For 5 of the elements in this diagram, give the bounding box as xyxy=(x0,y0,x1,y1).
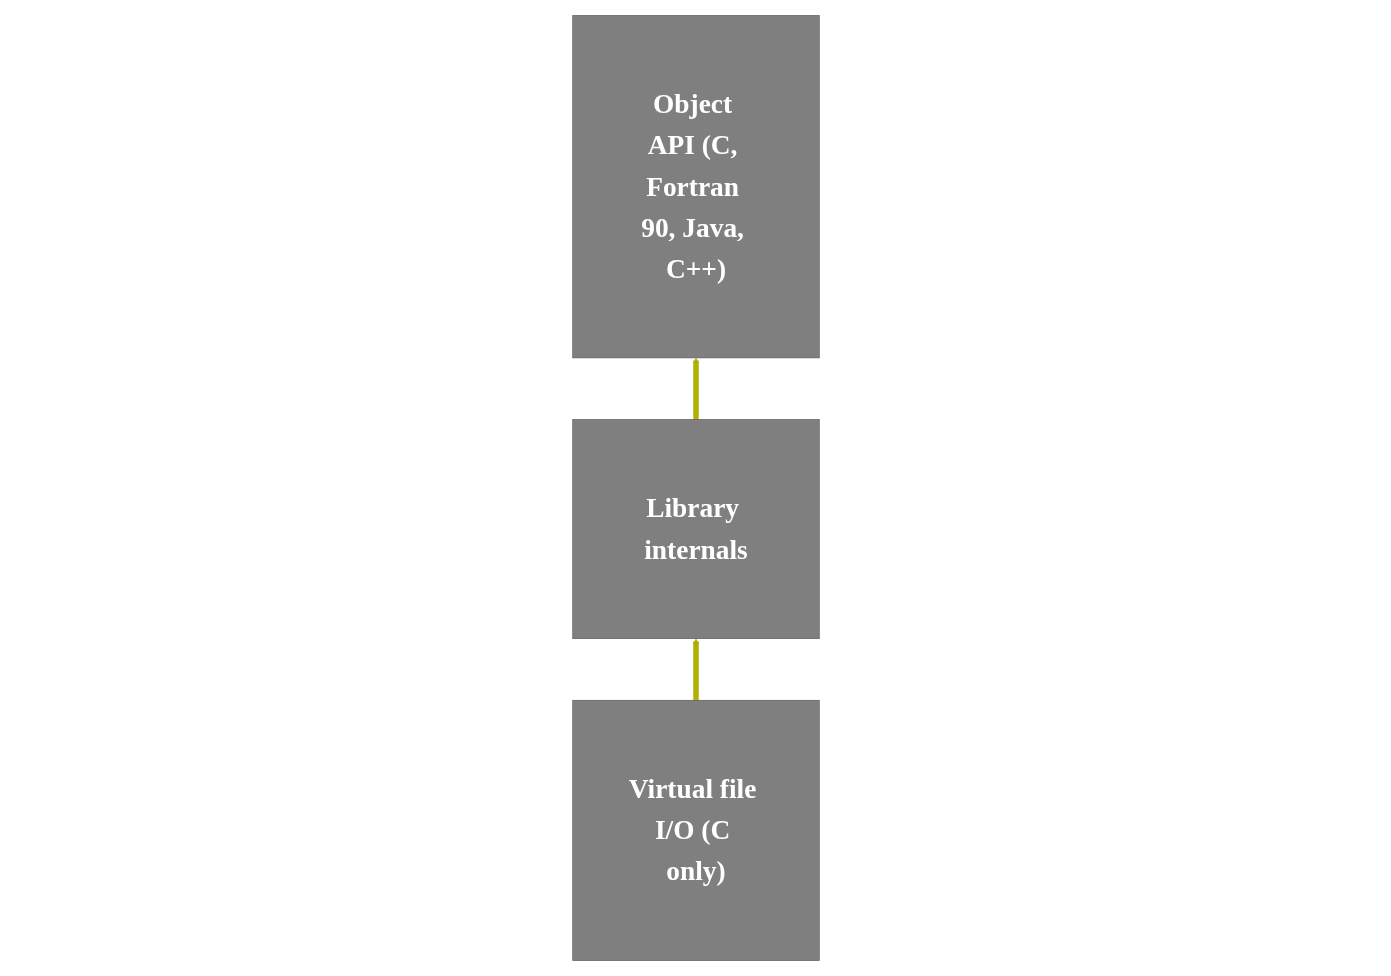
node-box: Virtual file I/O (C only) xyxy=(571,699,820,961)
arrow xyxy=(692,357,699,420)
arrow xyxy=(692,638,699,701)
node-box: Library internals xyxy=(571,419,820,639)
node-box: Object API (C, Fortran 90, Java, C++) xyxy=(571,15,820,359)
